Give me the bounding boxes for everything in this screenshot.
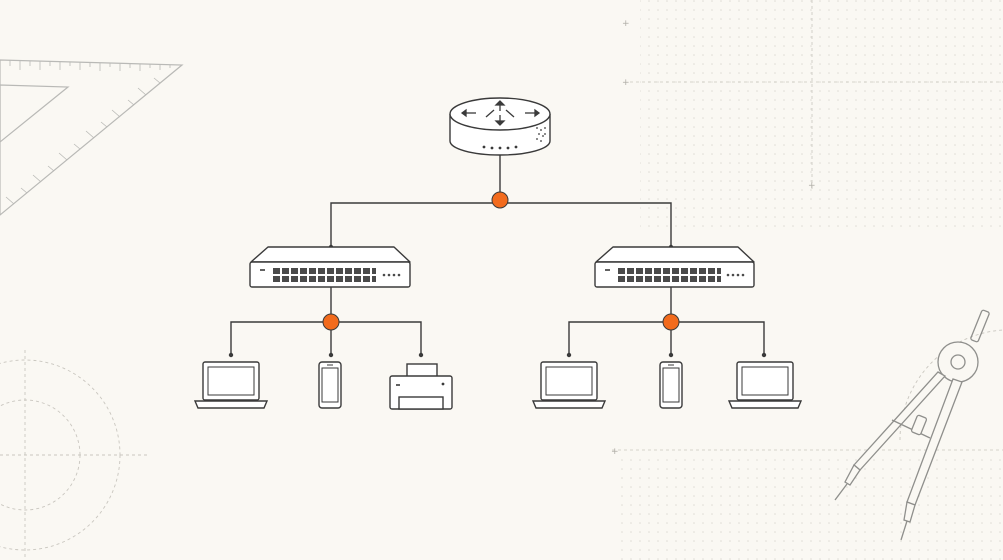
drafting-compass-icon	[834, 309, 1003, 541]
router-icon	[449, 97, 551, 156]
laptop-icon	[727, 361, 803, 409]
laptop-icon	[531, 361, 607, 409]
junction-node	[491, 191, 509, 209]
dot-grid	[640, 0, 1003, 230]
smartphone-icon	[659, 361, 683, 409]
dashed-circle	[0, 350, 150, 560]
svg-text:+: +	[611, 447, 619, 457]
laptop-icon	[193, 361, 269, 409]
dot-grid	[618, 452, 1003, 560]
svg-text:+: +	[622, 19, 630, 29]
junction-node	[662, 313, 680, 331]
network-switch-icon	[594, 246, 755, 288]
network-switch-icon	[249, 246, 411, 288]
smartphone-icon	[318, 361, 342, 409]
printer-icon	[389, 363, 453, 410]
svg-text:+: +	[622, 78, 630, 88]
set-square-icon	[0, 59, 184, 216]
junction-nodes	[322, 191, 680, 331]
svg-text:+: +	[808, 181, 816, 191]
junction-node	[322, 313, 340, 331]
